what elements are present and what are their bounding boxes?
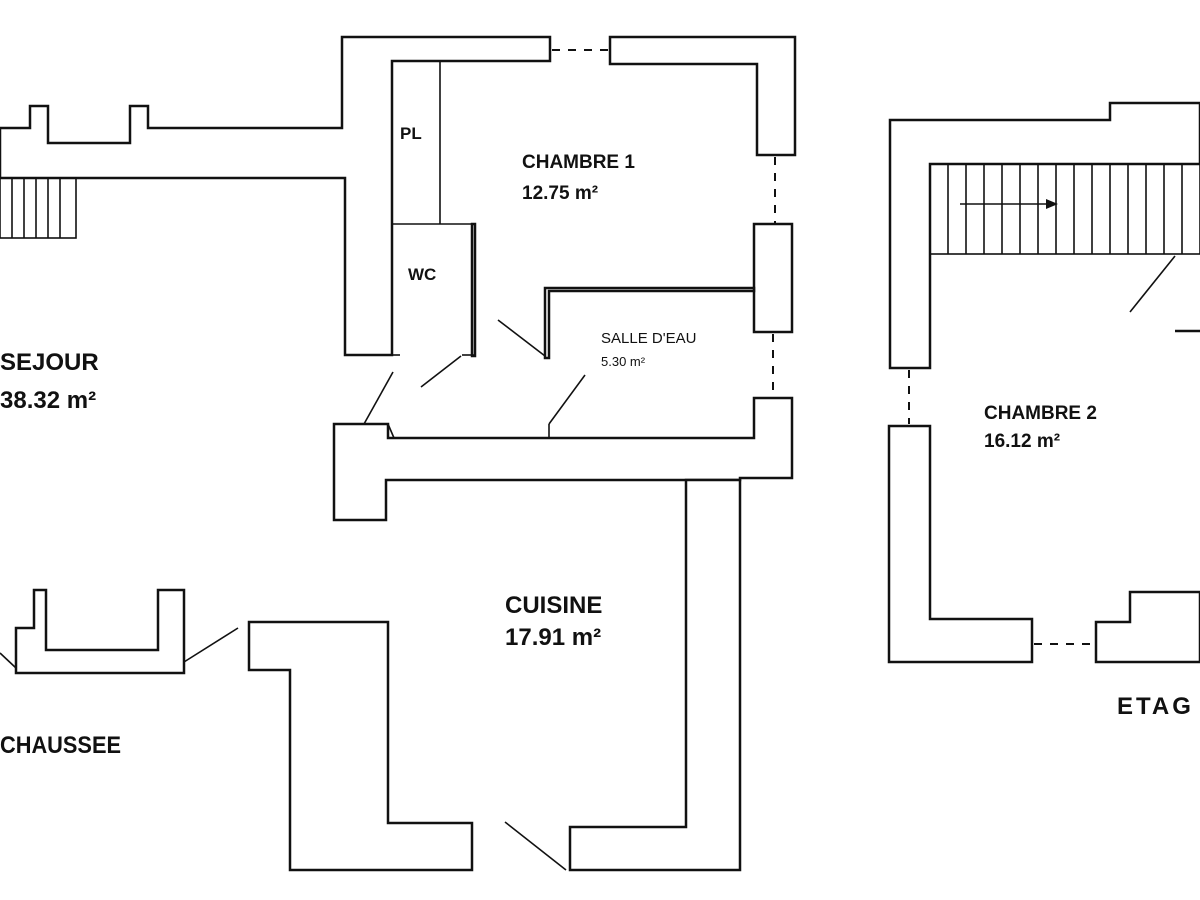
ground-level-label: CHAUSSEE bbox=[0, 732, 121, 759]
wc-label: WC bbox=[408, 265, 436, 284]
door-swing-etage-stairs bbox=[1129, 255, 1176, 313]
sejour-label: SEJOUR bbox=[0, 349, 99, 376]
etage-top-wall bbox=[888, 101, 1200, 370]
sejour-area: 38.32 m² bbox=[0, 387, 96, 414]
etage-left-wall bbox=[887, 424, 1034, 664]
upper-level-label: ETAG bbox=[1117, 693, 1194, 720]
salle-deau-label: SALLE D'EAU bbox=[601, 330, 696, 347]
door-swing-cuisine bbox=[504, 821, 567, 871]
door-swing-sejour-left bbox=[0, 652, 17, 669]
chambre1-area: 12.75 m² bbox=[522, 183, 598, 204]
pl-label: PL bbox=[400, 124, 422, 143]
stairs-upper bbox=[929, 163, 1200, 255]
door-swing-corridor-left bbox=[363, 371, 394, 425]
chambre2-label: CHAMBRE 2 bbox=[984, 403, 1097, 424]
stairs-direction-arrow bbox=[960, 199, 1058, 209]
corridor-bottom-wall bbox=[332, 396, 794, 522]
door-swing-salle-left bbox=[497, 319, 546, 357]
stairs-ground bbox=[0, 177, 77, 239]
door-swing-salle-bottom bbox=[548, 374, 586, 425]
pillar-right bbox=[752, 222, 794, 334]
etage-bottom-right-wall bbox=[1094, 590, 1200, 664]
wc-right-wall bbox=[470, 222, 477, 358]
chambre1-top-right-wall bbox=[608, 35, 797, 157]
sejour-top-wall bbox=[0, 35, 552, 357]
door-swing-corridor-jamb bbox=[387, 423, 395, 439]
sejour-bottom-wall bbox=[14, 588, 186, 675]
door-swing-wc bbox=[420, 355, 462, 388]
chambre1-label: CHAMBRE 1 bbox=[522, 152, 635, 173]
salle-deau-top-wall bbox=[543, 286, 756, 360]
cuisine-label: CUISINE bbox=[505, 592, 602, 619]
cuisine-right-wall bbox=[568, 478, 742, 872]
cuisine-left-wall bbox=[247, 620, 474, 872]
chambre2-area: 16.12 m² bbox=[984, 431, 1060, 452]
door-swing-sejour-bottom bbox=[183, 627, 239, 663]
cuisine-area: 17.91 m² bbox=[505, 624, 601, 651]
salle-deau-area: 5.30 m² bbox=[601, 354, 646, 369]
